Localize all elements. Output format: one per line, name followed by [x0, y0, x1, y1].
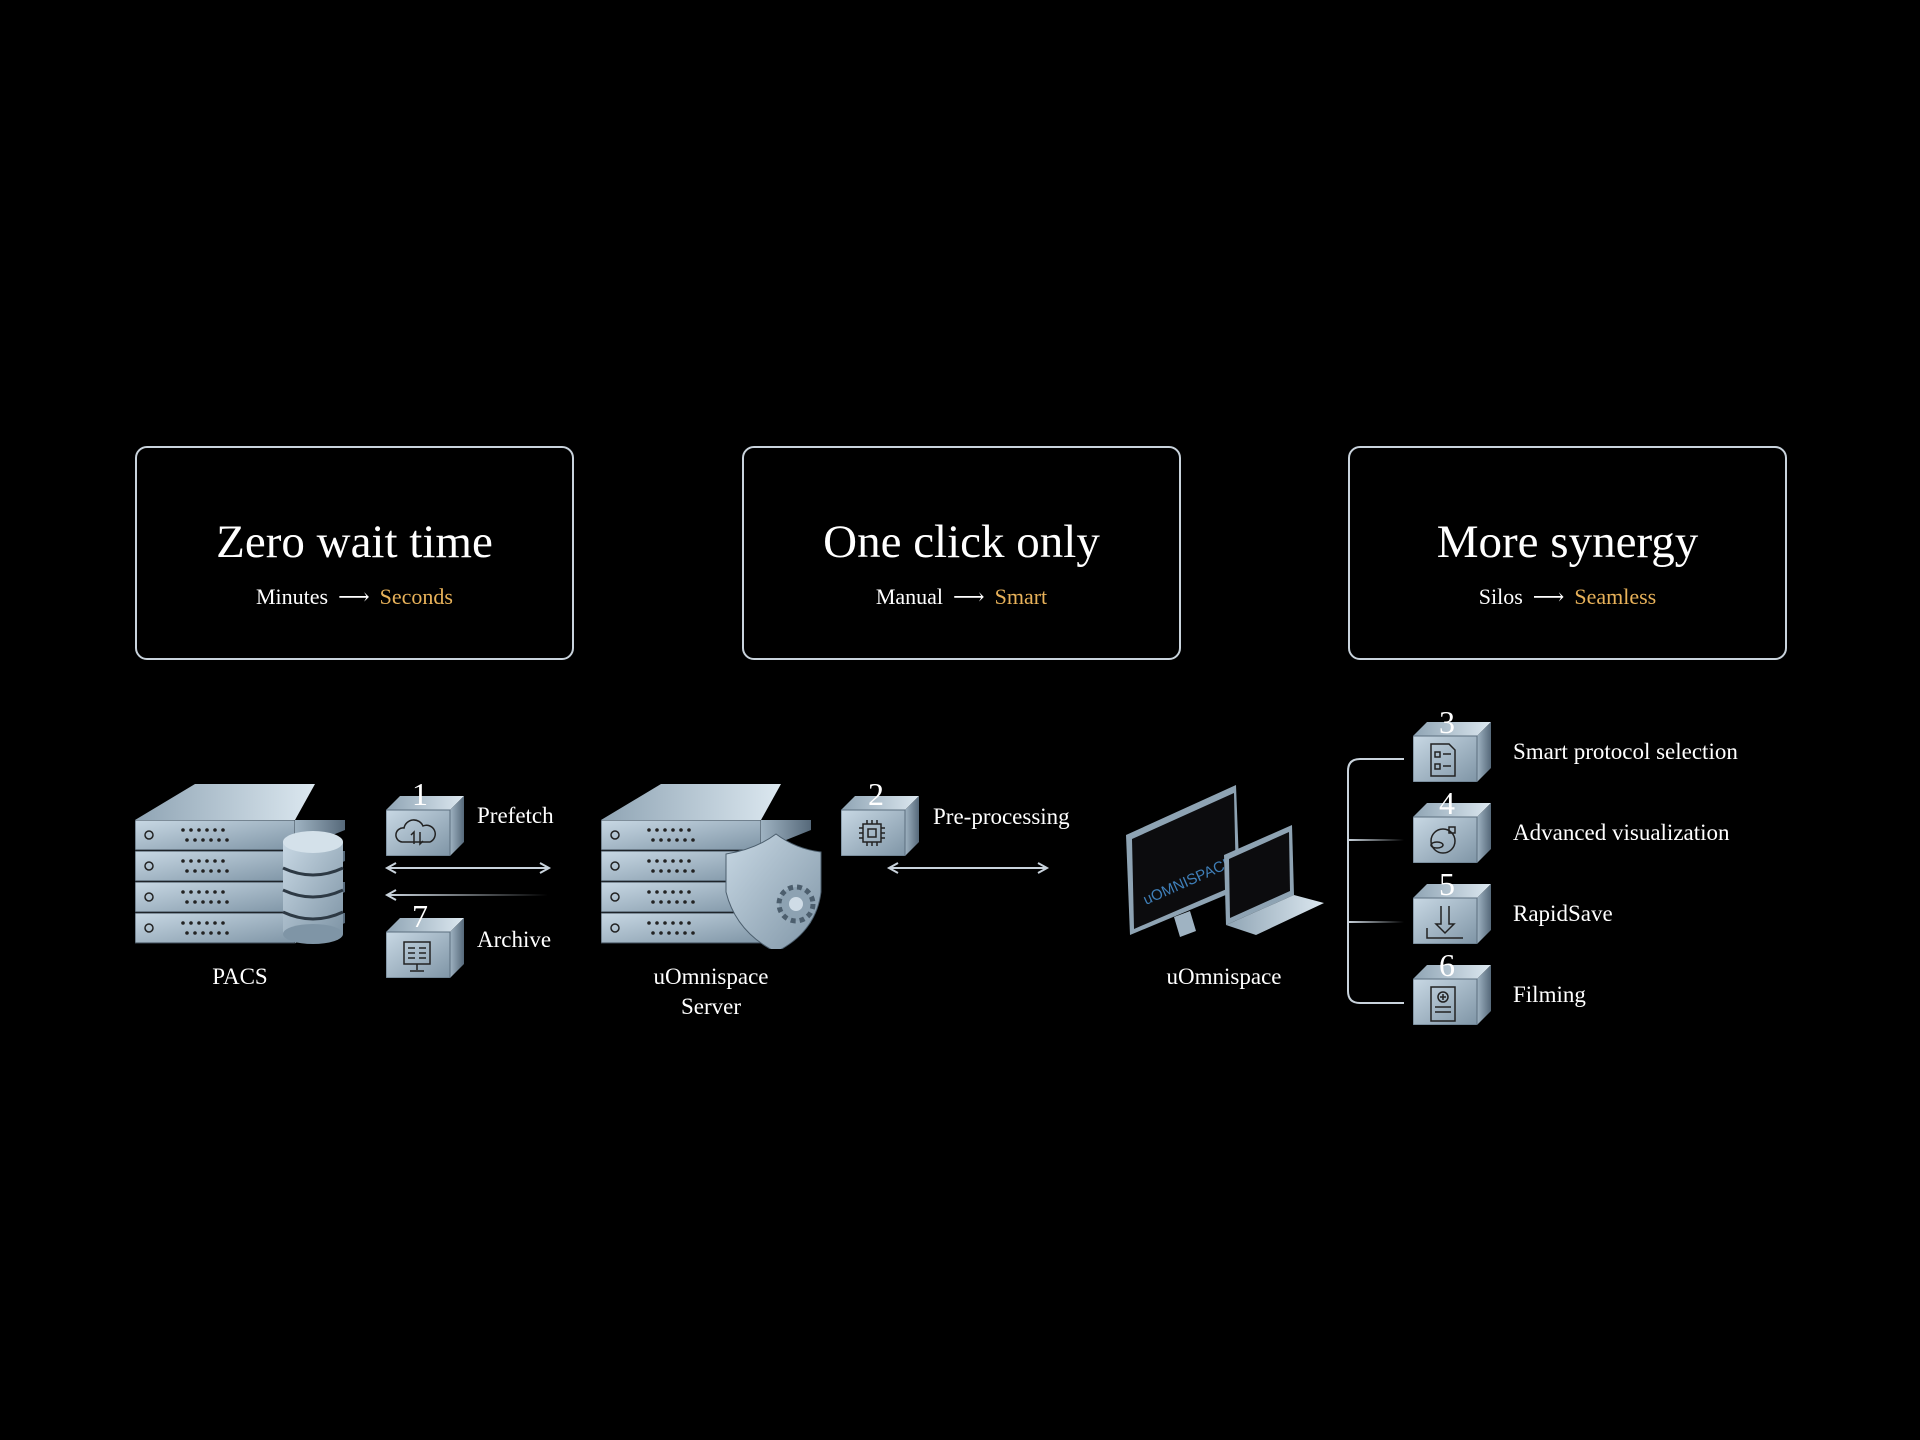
bidirectional-arrow — [886, 862, 1050, 874]
step-3-cube — [1413, 722, 1491, 782]
uomnispace-server-icon — [601, 784, 822, 949]
head-eye-icon — [1430, 826, 1456, 854]
medical-film-icon — [1430, 986, 1456, 1022]
arrow-right-icon: ⟶ — [953, 584, 985, 609]
card-more-synergy: More synergy Silos ⟶ Seamless — [1348, 446, 1787, 660]
card-one-click-only: One click only Manual ⟶ Smart — [742, 446, 1181, 660]
from-text: Silos — [1478, 584, 1523, 609]
bracket-connector — [1347, 758, 1404, 1004]
step-number: 2 — [868, 776, 884, 812]
card-zero-wait-time: Zero wait time Minutes ⟶ Seconds — [135, 446, 574, 660]
download-icon — [1426, 906, 1463, 939]
step-number: 4 — [1439, 785, 1455, 821]
to-text: Seamless — [1574, 584, 1657, 609]
arrow-right-icon: ⟶ — [1532, 584, 1565, 609]
step-label-smart-protocol-selection: Smart protocol selection — [1513, 739, 1738, 764]
server-label-line1: uOmnispace — [653, 964, 769, 989]
step-number: 3 — [1439, 704, 1455, 740]
database-icon — [282, 831, 344, 944]
from-text: Minutes — [256, 584, 329, 609]
network-folder-icon — [403, 941, 431, 972]
step-1-cube — [386, 796, 464, 856]
to-text: Seconds — [379, 584, 453, 609]
from-text: Manual — [875, 584, 944, 609]
to-text: Smart — [994, 584, 1048, 609]
step-2-cube — [841, 796, 919, 856]
step-label-filming: Filming — [1513, 982, 1586, 1007]
checklist-document-icon — [1430, 743, 1456, 777]
step-label-archive: Archive — [477, 927, 552, 952]
cloud-sync-icon — [395, 819, 436, 846]
pacs-server-icon — [135, 784, 345, 944]
step-7-cube — [386, 918, 464, 978]
archive-arrow-left — [384, 889, 548, 901]
card-title: One click only — [823, 516, 1100, 568]
step-number: 5 — [1439, 866, 1455, 902]
step-number: 7 — [412, 898, 428, 934]
card-title: More synergy — [1436, 516, 1699, 568]
step-5-cube — [1413, 884, 1491, 944]
step-label-advanced-visualization: Advanced visualization — [1513, 820, 1730, 845]
workstation-icon: uOMNISPACE — [1126, 785, 1324, 937]
uomnispace-client-label: uOmnispace — [1166, 964, 1282, 989]
pacs-label: PACS — [212, 964, 268, 989]
server-label-line2: Server — [680, 994, 742, 1019]
arrow-right-icon: ⟶ — [338, 584, 370, 609]
card-subtitle: Minutes ⟶ Seconds — [137, 584, 572, 610]
step-label-prefetch: Prefetch — [477, 803, 554, 828]
card-subtitle: Silos ⟶ Seamless — [1350, 584, 1785, 610]
chip-icon — [859, 820, 885, 846]
card-subtitle: Manual ⟶ Smart — [744, 584, 1179, 610]
shield-gear-icon — [725, 833, 822, 949]
step-label-rapidsave: RapidSave — [1513, 901, 1613, 926]
step-label-pre-processing: Pre-processing — [933, 804, 1070, 829]
step-6-cube — [1413, 965, 1491, 1025]
step-4-cube — [1413, 803, 1491, 863]
step-number: 1 — [412, 776, 428, 812]
step-number: 6 — [1439, 947, 1455, 983]
card-title: Zero wait time — [216, 516, 493, 568]
bidirectional-arrow — [384, 862, 552, 874]
